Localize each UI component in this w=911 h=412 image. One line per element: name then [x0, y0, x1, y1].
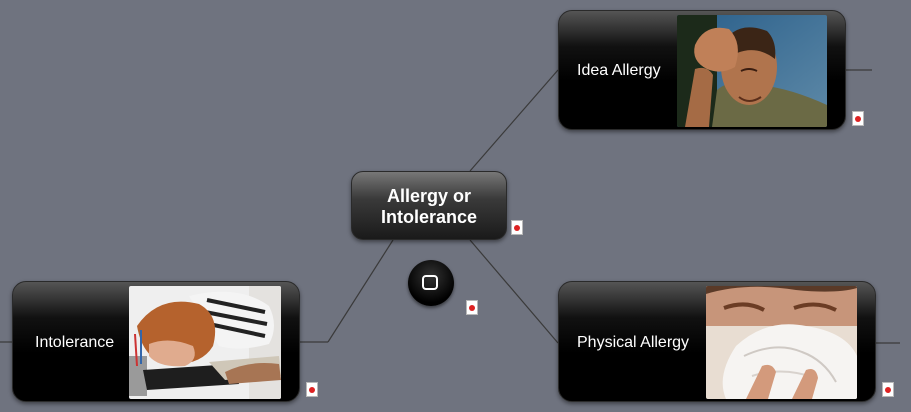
pdf-icon[interactable]	[306, 382, 318, 397]
connector-physical-allergy	[469, 239, 559, 344]
collapse-button[interactable]	[408, 260, 454, 306]
sneezing-man-photo	[706, 286, 857, 399]
rounded-square-icon	[422, 275, 438, 290]
topic-label: Intolerance	[35, 334, 115, 351]
headache-man-photo	[677, 15, 827, 127]
topic-physical-allergy[interactable]: Physical Allergy	[558, 281, 876, 402]
pdf-icon[interactable]	[882, 382, 894, 397]
topic-label: Physical Allergy	[577, 334, 690, 351]
topic-intolerance[interactable]: Intolerance	[12, 281, 300, 402]
pdf-icon[interactable]	[466, 300, 478, 315]
topic-idea-allergy[interactable]: Idea Allergy	[558, 10, 846, 130]
sleeping-girl-photo	[129, 286, 281, 399]
connector-idea-allergy	[469, 69, 559, 172]
topic-label: Idea Allergy	[577, 62, 661, 79]
connector-intolerance	[327, 239, 394, 343]
central-topic[interactable]: Allergy or Intolerance	[351, 171, 507, 240]
pdf-icon[interactable]	[852, 111, 864, 126]
pdf-icon[interactable]	[511, 220, 523, 235]
central-topic-label: Allergy or Intolerance	[380, 186, 478, 227]
